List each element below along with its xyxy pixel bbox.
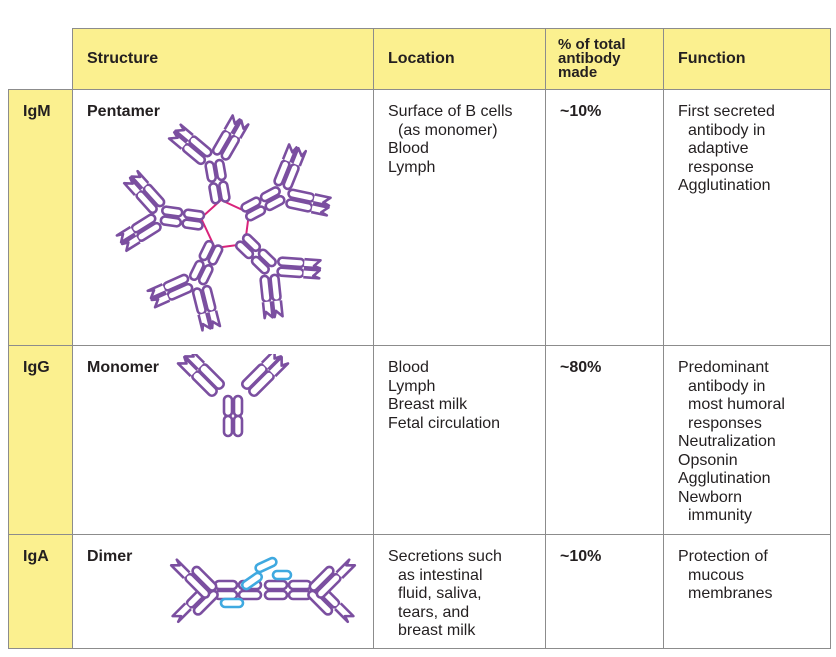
function-cell-iga: Protection of mucous membranes xyxy=(663,534,831,649)
percent-cell-igm: ~10% xyxy=(545,89,664,346)
dimer-diagram xyxy=(169,556,357,624)
table-row-igm: IgM Pentamer Surface of B cells (as mono… xyxy=(8,89,831,346)
structure-name-iga: Dimer xyxy=(87,548,133,565)
corner-cell xyxy=(8,28,73,90)
structure-cell-igm: Pentamer xyxy=(72,89,374,346)
header-percent: % of total antibody made xyxy=(545,28,664,90)
percent-cell-iga: ~10% xyxy=(545,534,664,649)
table-row-igg: IgG Monomer xyxy=(8,345,831,535)
class-label-igm: IgM xyxy=(8,89,73,346)
function-cell-igm: First secreted antibody in adaptive resp… xyxy=(663,89,831,346)
pentamer-unit xyxy=(234,233,322,320)
header-row: Structure Location % of total antibody m… xyxy=(8,28,831,90)
monomer-diagram xyxy=(176,354,290,438)
immunoglobulin-table: Structure Location % of total antibody m… xyxy=(8,28,831,650)
structure-name-igm: Pentamer xyxy=(87,103,160,120)
pentamer-unit xyxy=(240,143,332,222)
percent-cell-igg: ~80% xyxy=(545,345,664,535)
class-label-iga: IgA xyxy=(8,534,73,649)
header-structure: Structure xyxy=(72,28,374,90)
structure-name-igg: Monomer xyxy=(87,359,159,376)
structure-cell-igg: Monomer xyxy=(72,345,374,535)
pentamer-unit xyxy=(115,169,206,253)
location-cell-igg: Blood Lymph Breast milk Fetal circulatio… xyxy=(373,345,546,535)
pentamer-unit xyxy=(167,114,250,205)
structure-cell-iga: Dimer xyxy=(72,534,374,649)
table-row-iga: IgA Dimer xyxy=(8,534,831,649)
antibody-units xyxy=(115,114,332,332)
location-cell-iga: Secretions such as intestinal fluid, sal… xyxy=(373,534,546,649)
secretory-component xyxy=(219,556,293,609)
pentamer-diagram xyxy=(115,114,332,332)
function-cell-igg: Predominant antibody in most humoral res… xyxy=(663,345,831,535)
header-location: Location xyxy=(373,28,546,90)
header-function: Function xyxy=(663,28,831,90)
pentamer-unit xyxy=(146,239,224,332)
location-cell-igm: Surface of B cells (as monomer) Blood Ly… xyxy=(373,89,546,346)
class-label-igg: IgG xyxy=(8,345,73,535)
